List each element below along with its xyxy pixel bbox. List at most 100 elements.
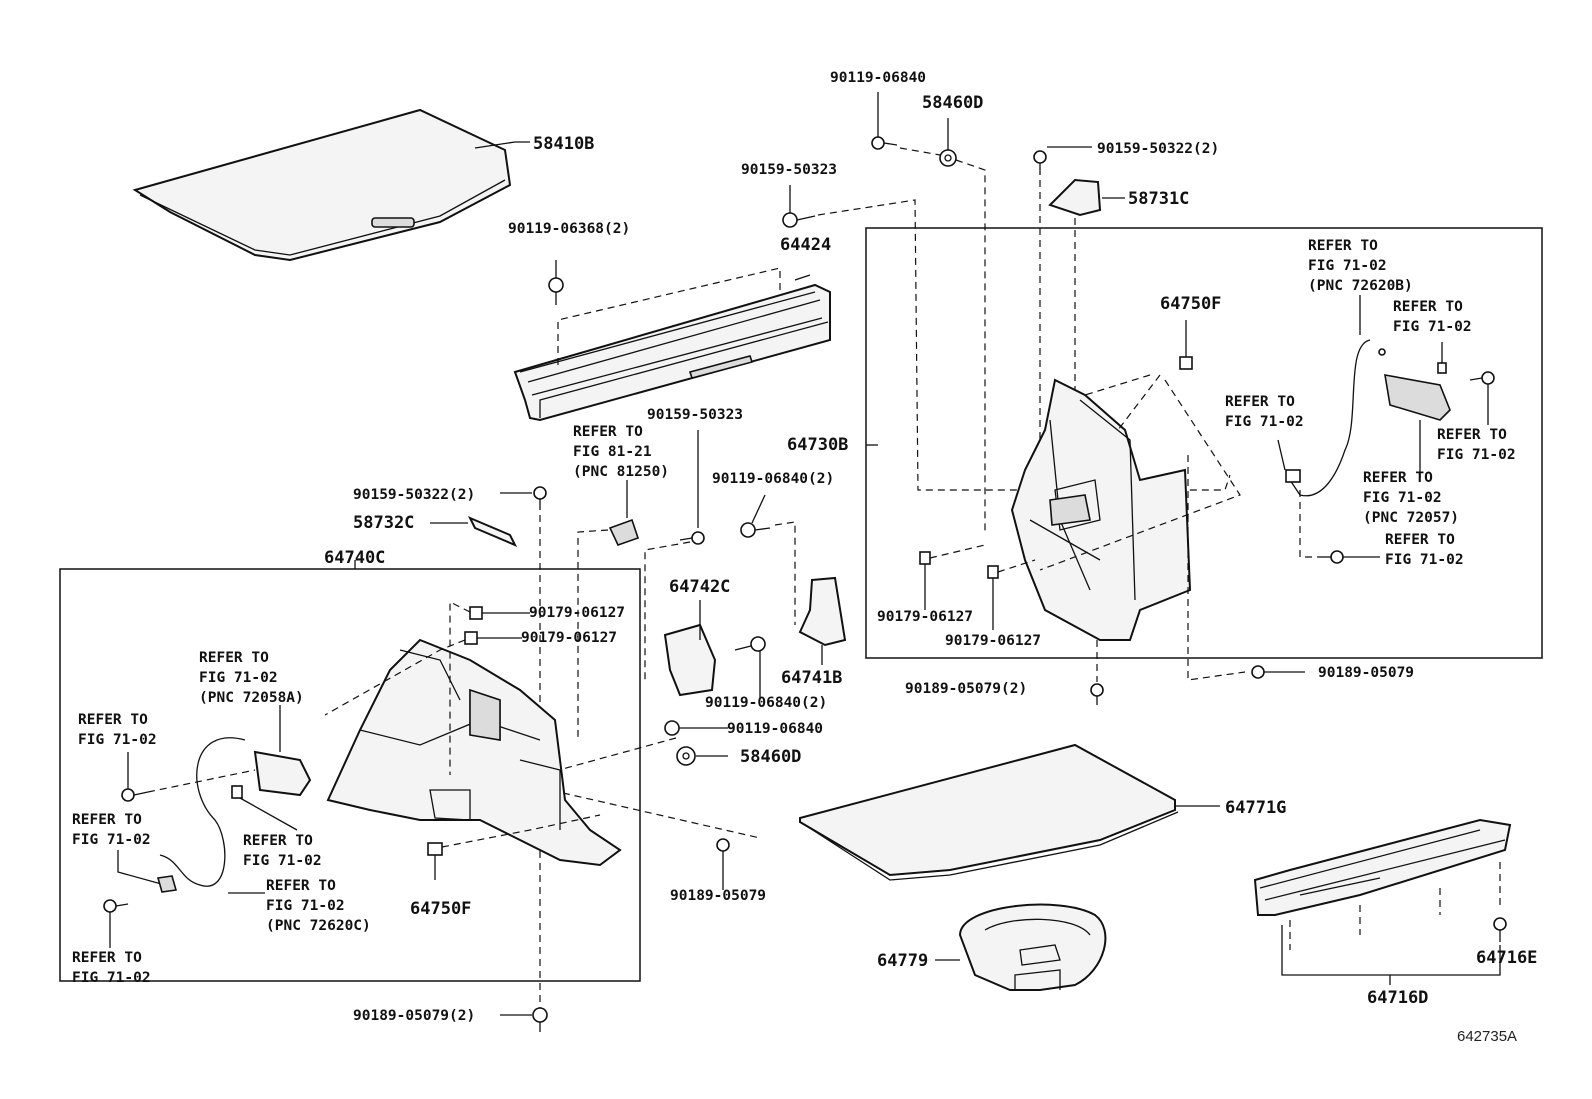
leader-left-l2 [239,797,298,831]
label-90159-50323-top: 90159-50323 [741,162,837,178]
clip-90179-06127-b [464,631,478,645]
label-refer-81250-2: FIG 81-21 [573,444,652,460]
dash-left-l1 [147,769,256,793]
part-81250-clip [608,518,640,546]
fastener-90159-50322-top [1033,150,1047,175]
label-64716d: 64716D [1367,988,1428,1008]
label-64742c: 64742C [669,577,730,597]
leader-58410b [474,141,530,149]
label-refer-l2-2: FIG 71-02 [243,853,322,869]
screw-right-tr2 [1469,371,1495,385]
dash-90189-right [1187,455,1246,681]
label-90119-06840-2-low: 90119-06840(2) [705,695,827,711]
label-refer-81250-3: (PNC 81250) [573,464,669,480]
clip-58460d-top [939,149,957,167]
clip-90179-06127-c [919,551,931,565]
part-72058a-handle [253,750,312,797]
part-58732c [467,516,518,547]
fastener-90159-50323-mid [679,531,705,545]
label-90189-05079-2-right: 90189-05079(2) [905,681,1027,697]
label-64779: 64779 [877,951,928,971]
part-64740c-trim [326,638,622,867]
label-90179-06127-c: 90179-06127 [877,609,973,625]
label-refer-72058a-1: REFER TO [199,650,269,666]
fastener-90189-05079-mid [716,838,730,852]
part-left-l3-clip [156,875,178,893]
label-refer-l3-2: FIG 71-02 [72,832,151,848]
label-90159-50322-2-left: 90159-50322(2) [353,487,475,503]
part-64771g-deck [799,743,1179,881]
label-64741b: 64741B [781,668,842,688]
label-refer-72620b-3: (PNC 72620B) [1308,278,1413,294]
label-refer-l3-1: REFER TO [72,812,142,828]
label-90119-06840-2-mid: 90119-06840(2) [712,471,834,487]
label-90189-05079-right: 90189-05079 [1318,665,1414,681]
label-90159-50323-mid: 90159-50323 [647,407,743,423]
label-58460d-top: 58460D [922,93,983,113]
label-refer-tr2-1: REFER TO [1437,427,1507,443]
label-refer-81250-1: REFER TO [573,424,643,440]
dash-64750f-right [1039,374,1241,571]
label-90119-06840-top: 90119-06840 [830,70,926,86]
bracket-64716d [1281,925,1501,976]
part-64716d-scuff [1253,818,1512,916]
dash-64716d [1289,862,1501,950]
part-64779-tray [958,903,1107,991]
label-64750f-left: 64750F [410,899,471,919]
screw-left-l4 [103,899,129,913]
dash-90119-mid [774,521,796,625]
label-refer-l1-2: FIG 71-02 [78,732,157,748]
fastener-64716e [1493,917,1507,942]
label-90189-05079-2-bottom: 90189-05079(2) [353,1008,475,1024]
label-refer-72057-3: (PNC 72057) [1363,510,1459,526]
clip-right-tr1 [1437,362,1447,374]
clip-58460d-low [676,746,696,766]
label-58732c: 58732C [353,513,414,533]
part-64741b-bracket [798,576,847,647]
leader-left-l3 [117,850,166,886]
label-refer-72620c-3: (PNC 72620C) [266,918,371,934]
leader-90119-06840-2-mid [751,494,766,524]
label-90189-05079-mid: 90189-05079 [670,888,766,904]
dash-left-clips [324,601,471,775]
fastener-90189-05079-2-right [1090,683,1104,705]
fastener-64750f-right [1179,348,1193,370]
fastener-90119-06840-low [664,720,728,736]
part-64424-panel [513,283,831,422]
label-90179-06127-a: 90179-06127 [529,605,625,621]
clip-90179-06127-a [469,606,483,620]
clip-left-l2 [231,785,243,799]
label-90179-06127-b: 90179-06127 [521,630,617,646]
frame-64740c [59,568,641,982]
label-refer-72058a-2: FIG 71-02 [199,670,278,686]
fastener-90159-50322-left [533,486,547,510]
frame-64730b [865,227,1543,659]
label-refer-72620b-1: REFER TO [1308,238,1378,254]
dash-right-tr3 [1299,490,1320,558]
fastener-90189-05079-right [1251,665,1305,679]
screw-right-tr3 [1320,550,1344,564]
label-58410b: 58410B [533,134,594,154]
label-64424: 64424 [780,235,831,255]
part-58731c-cap [1048,178,1102,217]
label-refer-72057-1: REFER TO [1363,470,1433,486]
part-64730b-trim [1010,378,1192,641]
dash-81250 [577,529,609,740]
label-refer-72058a-3: (PNC 72058A) [199,690,304,706]
label-refer-72620b-2: FIG 71-02 [1308,258,1387,274]
fastener-90189-05079-2-bottom [532,1007,548,1032]
label-64750f-right: 64750F [1160,294,1221,314]
dash-90179-right [929,544,1036,573]
label-refer-72620c-2: FIG 71-02 [266,898,345,914]
part-72620b-cable [1285,339,1451,497]
fastener-90119-06368 [548,277,564,305]
leader-64424 [794,274,811,281]
label-refer-l4-1: REFER TO [72,950,142,966]
part-58410b-cover [132,108,512,262]
label-64771g: 64771G [1225,798,1286,818]
leader-right-mid1 [1277,439,1286,471]
label-refer-72620c-1: REFER TO [266,878,336,894]
fastener-90119-06840-2-mid [740,522,771,538]
label-refer-mid1-1: REFER TO [1225,394,1295,410]
